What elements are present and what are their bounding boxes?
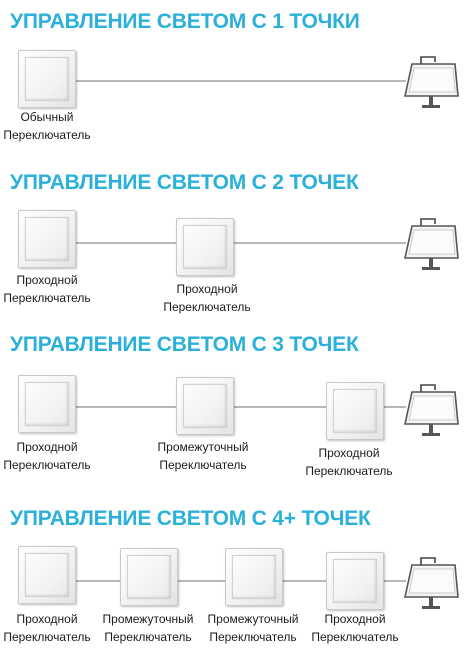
switch-label: Проходной Переключатель xyxy=(3,440,91,472)
wire xyxy=(76,406,406,408)
switch-label: Промежуточный Переключатель xyxy=(207,612,299,644)
switch-intermediate xyxy=(176,377,234,435)
lamp-icon xyxy=(404,218,459,270)
lamp-icon xyxy=(404,557,459,609)
section-title: УПРАВЛЕНИЕ СВЕТОМ С 4+ ТОЧЕК xyxy=(10,507,371,530)
switch-intermediate xyxy=(120,548,178,606)
switch-label: Промежуточный Переключатель xyxy=(102,612,194,644)
switch-pass-through xyxy=(326,552,384,610)
switch-pass-through xyxy=(18,210,76,268)
lamp-icon xyxy=(404,56,459,108)
lamp-icon xyxy=(404,384,459,436)
switch-pass-through xyxy=(176,218,234,276)
wire xyxy=(76,242,406,244)
switch-pass-through xyxy=(18,375,76,433)
switch-label: Проходной Переключатель xyxy=(3,273,91,305)
switch-label: Проходной Переключатель xyxy=(3,612,91,644)
switch-intermediate xyxy=(225,548,283,606)
switch-label: Обычный Переключатель xyxy=(3,110,91,142)
switch-label: Промежуточный Переключатель xyxy=(157,440,249,472)
wire xyxy=(76,80,406,82)
switch-label: Проходной Переключатель xyxy=(305,446,393,478)
section-title: УПРАВЛЕНИЕ СВЕТОМ С 2 ТОЧЕК xyxy=(10,171,359,194)
switch-pass-through xyxy=(326,382,384,440)
switch-pass-through xyxy=(18,546,76,604)
switch-label: Проходной Переключатель xyxy=(163,282,251,314)
switch-label: Проходной Переключатель xyxy=(311,612,399,644)
section-title: УПРАВЛЕНИЕ СВЕТОМ С 3 ТОЧЕК xyxy=(10,333,359,356)
section-title: УПРАВЛЕНИЕ СВЕТОМ С 1 ТОЧКИ xyxy=(10,10,360,33)
switch-ordinary xyxy=(18,50,76,108)
